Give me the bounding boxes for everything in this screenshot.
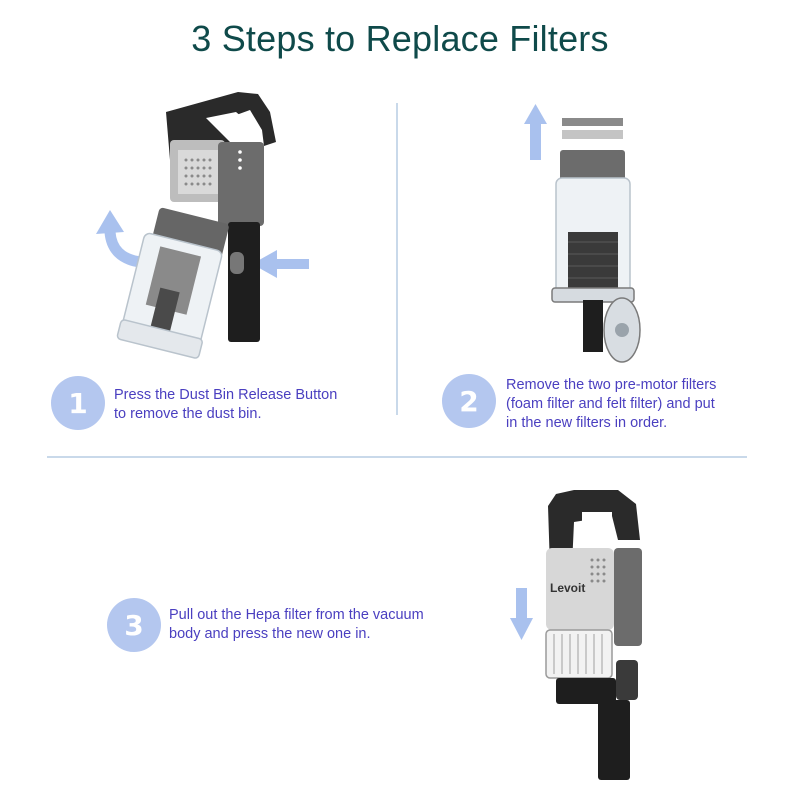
step-2-text: Remove the two pre-motor filters (foam f… [506,376,776,433]
motor-housing [546,548,614,630]
vertical-divider [396,103,398,415]
step-1-line-1: Press the Dust Bin Release Button [114,387,338,403]
inner-filter [568,232,618,288]
bin-lid [603,297,641,363]
curved-arrow-icon [96,210,142,268]
cyclone-top [560,150,625,184]
step-1-text: Press the Dust Bin Release Button to rem… [114,386,384,424]
arrow-left-icon [252,250,309,278]
arrow-down-icon [510,588,533,640]
step-2-line-3: in the new filters in order. [506,415,668,431]
battery-pack [218,142,264,226]
brand-logo: Levoit [550,581,585,595]
step-3-text: Pull out the Hepa filter from the vacuum… [169,606,489,644]
wand-connector [598,700,630,780]
hepa-filter [545,629,613,679]
step-1-line-2: to remove the dust bin. [114,406,262,422]
step-3-number: 3 [107,598,161,652]
step-2-number: 2 [442,374,496,428]
step-3-line-2: body and press the new one in. [169,626,371,642]
bin-outlet [583,300,603,352]
step-3-line-1: Pull out the Hepa filter from the vacuum [169,607,424,623]
foam-filter [562,130,623,139]
release-button [230,252,244,274]
dust-bin [116,207,229,359]
step-1-number: 1 [51,376,105,430]
arrow-up-icon [524,104,547,160]
step-2-line-1: Remove the two pre-motor filters [506,377,717,393]
battery-pack [614,548,642,646]
page-title: 3 Steps to Replace Filters [191,18,609,59]
step-2-line-2: (foam filter and felt filter) and put [506,396,715,412]
horizontal-divider [47,456,747,458]
felt-filter [562,118,623,126]
